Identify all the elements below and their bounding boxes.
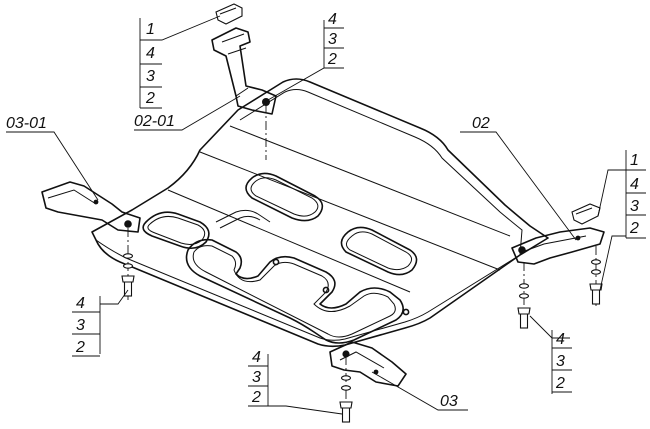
callout-item: 2 bbox=[555, 375, 565, 392]
part-label-03: 03 bbox=[440, 393, 458, 410]
callout-item: 3 bbox=[556, 353, 565, 370]
callout-item: 3 bbox=[252, 369, 261, 386]
callout-item: 3 bbox=[328, 31, 337, 48]
leader-lines bbox=[6, 15, 626, 415]
fastener-right bbox=[589, 246, 603, 308]
fastener-left bbox=[121, 228, 135, 300]
callout-stack-top-center: 4 3 2 bbox=[323, 11, 344, 69]
part-label-02: 02 bbox=[472, 115, 490, 132]
skid-plate bbox=[91, 78, 549, 348]
callout-item: 4 bbox=[630, 176, 639, 193]
callout-item: 4 bbox=[76, 295, 85, 312]
callout-item: 3 bbox=[76, 317, 85, 334]
part-label-03-01: 03-01 bbox=[6, 115, 47, 132]
callout-item: 1 bbox=[146, 21, 155, 38]
fastener-right-bottom bbox=[517, 262, 531, 330]
callout-item: 1 bbox=[630, 152, 639, 169]
bracket-03-01 bbox=[41, 181, 141, 233]
callout-item: 4 bbox=[146, 45, 155, 62]
fastener-bottom-center bbox=[339, 356, 353, 423]
callout-item: 2 bbox=[75, 339, 85, 356]
bracket-02 bbox=[511, 203, 605, 265]
callout-stack-right: 1 4 3 2 bbox=[625, 150, 646, 239]
callout-item: 4 bbox=[252, 349, 261, 366]
bracket-02-01 bbox=[211, 3, 277, 115]
callout-item: 3 bbox=[630, 198, 639, 215]
callout-item: 2 bbox=[251, 389, 261, 406]
callout-item: 2 bbox=[629, 220, 639, 237]
callout-stack-bottom-center: 4 3 2 bbox=[248, 349, 269, 407]
callout-item: 2 bbox=[327, 51, 337, 68]
callout-item: 3 bbox=[146, 68, 155, 85]
callout-stack-left-bottom: 4 3 2 bbox=[72, 295, 101, 357]
callout-stack-right-bottom: 4 3 2 bbox=[551, 330, 572, 394]
callout-item: 4 bbox=[328, 11, 337, 28]
callout-stack-top-left: 1 4 3 2 bbox=[139, 18, 162, 109]
bracket-03 bbox=[329, 341, 407, 387]
relief-slots bbox=[142, 172, 418, 344]
callout-item: 4 bbox=[556, 331, 565, 348]
callout-item: 2 bbox=[145, 90, 155, 107]
part-label-02-01: 02-01 bbox=[134, 113, 175, 130]
